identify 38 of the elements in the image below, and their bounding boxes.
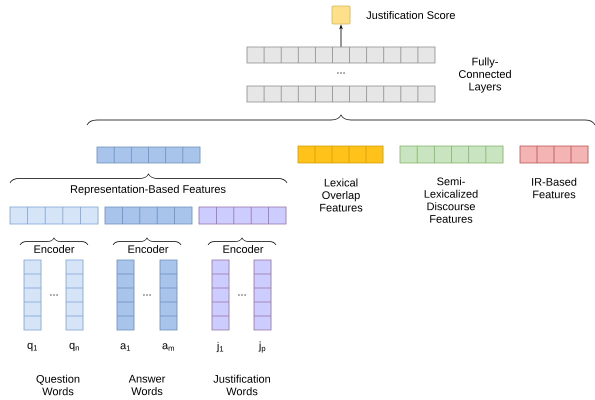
dots: ... (50, 294, 58, 296)
score-box (332, 6, 350, 24)
encoder-label: Encoder (223, 244, 264, 254)
vector-bar (400, 146, 504, 164)
index-label: j$_{p}$ (258, 341, 266, 353)
node-caption: IR-Based Features (532, 178, 576, 198)
encoder-label: Encoder (128, 244, 168, 254)
dots: ... (143, 294, 151, 296)
node-caption: Justification Score (366, 10, 455, 20)
vector-bar (10, 206, 98, 224)
vector-bar (254, 260, 272, 330)
vector-bar (116, 260, 134, 330)
index-label: j$_{1}$ (216, 342, 224, 352)
index-label: q$_{n}$ (70, 342, 79, 352)
encoder-label: Encoder (34, 244, 74, 254)
vector-bar (198, 206, 286, 224)
dots: ... (238, 294, 246, 296)
node-caption: Lexical Overlap Features (320, 178, 362, 212)
vector-bar (212, 260, 230, 330)
layer-label: Fully-Connected Layers (458, 57, 511, 93)
dots: ... (337, 72, 345, 74)
vector-bar (246, 46, 436, 64)
vector-bar (246, 86, 436, 102)
input-label: Justification Words (213, 374, 270, 396)
vector-bar (520, 146, 588, 164)
vector-bar (160, 260, 178, 330)
vector-bar (66, 260, 84, 330)
input-label: Answer Words (128, 374, 166, 396)
index-label: a$_{1}$ (120, 343, 130, 351)
group-label: Representation-Based Features (70, 184, 226, 196)
vector-bar (24, 260, 42, 330)
vector-bar (298, 146, 384, 164)
vector-bar (96, 146, 200, 164)
index-label: a$_{m}$ (162, 343, 174, 351)
vector-bar (104, 206, 192, 224)
input-label: Question Words (36, 374, 80, 396)
node-caption: Semi-Lexicalized Discourse Features (424, 177, 478, 223)
index-label: q$_{1}$ (28, 342, 38, 352)
